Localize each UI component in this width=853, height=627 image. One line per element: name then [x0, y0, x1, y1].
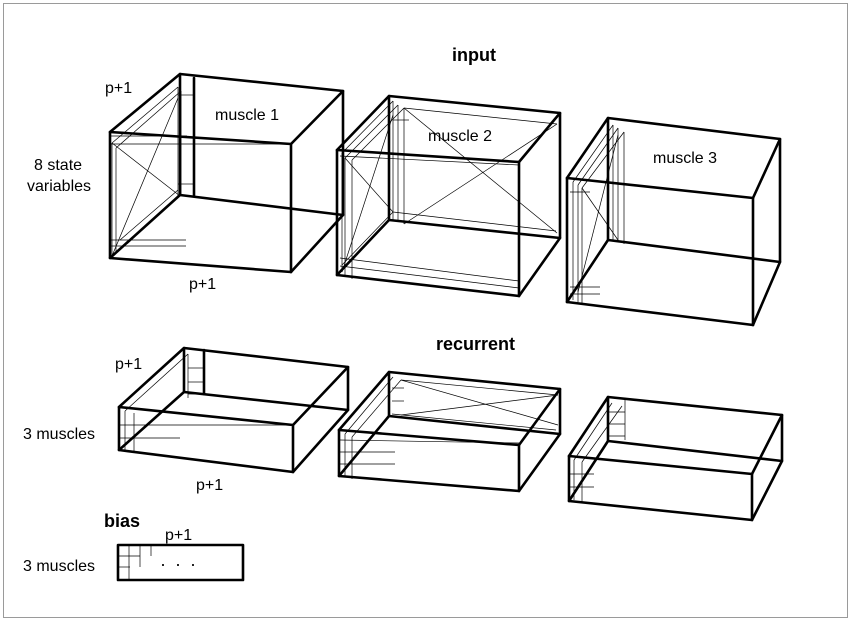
- input-cube-2-slice-lines: [339, 100, 558, 289]
- input-cube-muscle-2: [335, 94, 562, 298]
- recurrent-top-dim-label: p+1: [115, 356, 142, 373]
- bias-matrix-cells: [118, 545, 152, 580]
- input-cube-muscle-3: [565, 116, 782, 327]
- bias-side-dim-label: 3 muscles: [23, 558, 95, 575]
- diagram-frame: [3, 3, 848, 618]
- muscle-3-label: muscle 3: [653, 150, 717, 167]
- input-side-dim-label-line1: 8 state: [34, 157, 82, 174]
- recurrent-side-dim-label: 3 muscles: [23, 426, 95, 443]
- bias-header: bias: [104, 511, 140, 531]
- bias-top-dim-label: p+1: [165, 527, 192, 544]
- input-bottom-dim-label: p+1: [189, 276, 216, 293]
- input-side-dim-label-line2: variables: [27, 178, 91, 195]
- input-cube-3-slice-lines: [570, 124, 625, 305]
- bias-matrix: · · ·: [116, 543, 245, 582]
- recurrent-cube-muscle-3: [567, 395, 784, 522]
- recurrent-cube-muscle-2: [337, 370, 562, 493]
- recurrent-header: recurrent: [436, 334, 515, 354]
- input-top-dim-label: p+1: [105, 80, 132, 97]
- muscle-1-label: muscle 1: [215, 107, 279, 124]
- bias-ellipsis: · · ·: [160, 554, 198, 574]
- recurrent-bottom-dim-label: p+1: [196, 477, 223, 494]
- input-header: input: [452, 45, 496, 65]
- input-cube-muscle-1: [108, 72, 345, 274]
- muscle-2-label: muscle 2: [428, 128, 492, 145]
- recurrent-cube-muscle-1: [117, 346, 350, 474]
